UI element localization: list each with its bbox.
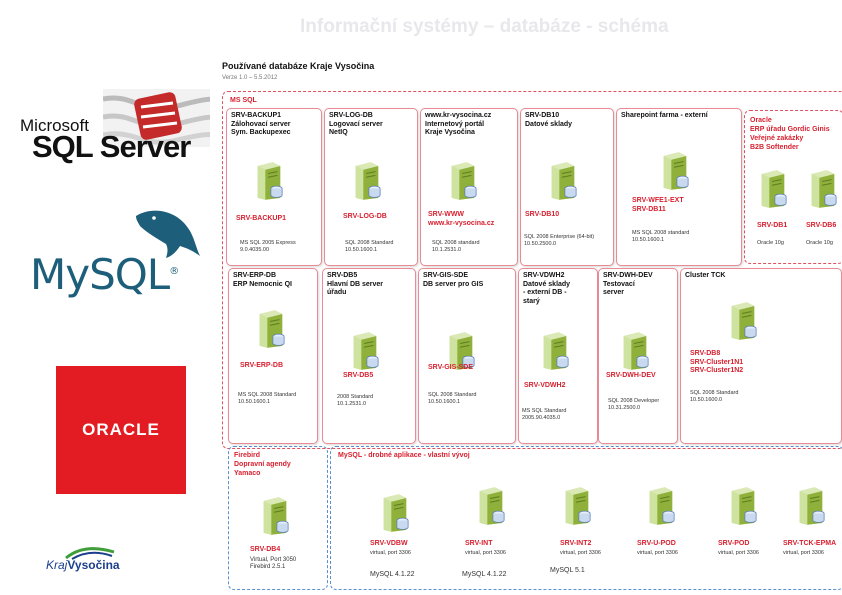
app-server-name: SRV-TCK-EPMA	[783, 540, 836, 549]
db-box-title: SRV-VDWH2 Datové sklady - externí DB - s…	[523, 272, 595, 306]
server-icon	[254, 160, 284, 202]
db-box-title: Sharepoint farma - externí	[621, 112, 735, 121]
server-icon	[540, 330, 570, 372]
server-icon	[448, 160, 478, 202]
app-server-port: virtual, port 3306	[718, 550, 759, 557]
app-server-name: SRV-INT	[465, 540, 493, 549]
mysql-server-icon	[796, 485, 826, 527]
oracle-server-name: SRV-DB6	[806, 222, 836, 231]
oracle-logo: ORACLE	[56, 366, 186, 494]
server-icon	[660, 150, 690, 192]
mysql-server-icon	[562, 485, 592, 527]
app-server-name: SRV-VDBW	[370, 540, 408, 549]
app-server-name: SRV-U-POD	[637, 540, 676, 549]
firebird-server-version: Virtual, Port 3050 Firebird 2.5.1	[250, 557, 296, 571]
app-server-port: virtual, port 3306	[370, 550, 411, 557]
app-mysql-version: MySQL 4.1.22	[370, 571, 415, 578]
oracle-server-version: Oracle 10g	[757, 240, 784, 247]
server-version: SQL 2008 Standard 10.50.1600.1	[345, 240, 393, 254]
firebird-server-icon	[260, 495, 290, 537]
db-box-title: SRV-DB10 Datové sklady	[525, 112, 610, 129]
mysql-server-icon	[646, 485, 676, 527]
server-name: SRV-BACKUP1	[236, 215, 286, 224]
server-name: SRV-GIS-SDE	[428, 364, 473, 373]
server-name: SRV-WWW www.kr-vysocina.cz	[428, 211, 494, 228]
server-version: SQL 2008 Developer 10.31.2500.0	[608, 398, 659, 412]
server-name: SRV-LOG-DB	[343, 213, 387, 222]
server-icon	[728, 300, 758, 342]
server-name: SRV-DB10	[525, 211, 559, 220]
server-version: MS SQL Standard 2005.90.4035.0	[522, 408, 566, 422]
server-icon	[352, 160, 382, 202]
firebird-server-name: SRV-DB4	[250, 546, 280, 555]
oracle-server-name: SRV-DB1	[757, 222, 787, 231]
db-box-title: SRV-DB5 Hlavní DB server úřadu	[327, 272, 412, 298]
oracle-server-version: Oracle 10g	[806, 240, 833, 247]
app-mysql-version: MySQL 5.1	[550, 567, 585, 574]
mysql-server-icon	[476, 485, 506, 527]
db-box-title: SRV-GIS-SDE DB server pro GIS	[423, 272, 511, 289]
group-firebird-label: Firebird Dopravní agendy Yamaco	[234, 451, 291, 478]
server-version: 2008 Standard 10.1.2531.0	[337, 394, 373, 408]
app-server-port: virtual, port 3306	[783, 550, 824, 557]
sheet-title: Používané databáze Kraje Vysočina	[222, 61, 374, 71]
app-server-name: SRV-POD	[718, 540, 749, 549]
group-oracle-label: Oracle ERP úřadu Gordic Ginis Veřejné za…	[750, 116, 830, 152]
db-box-title: SRV-BACKUP1 Zálohovací server Sym. Backu…	[231, 112, 317, 138]
server-name: SRV-DB8 SRV-Cluster1N1 SRV-Cluster1N2	[690, 350, 743, 376]
app-server-name: SRV-INT2	[560, 540, 591, 549]
kraj-vysocina-logo: KrajVysočina	[46, 546, 136, 576]
kraj-logo-text: KrajVysočina	[46, 558, 120, 572]
group-apps-label: MySQL - drobné aplikace - vlastní vývoj	[338, 451, 470, 460]
server-version: SQL 2008 Standard 10.50.1600.1	[428, 392, 476, 406]
group-ms-sql-label: MS SQL	[230, 96, 257, 105]
db-server-box: SRV-ERP-DB ERP Nemocnic QI	[228, 268, 318, 444]
server-name: SRV-ERP-DB	[240, 362, 283, 371]
app-server-port: virtual, port 3306	[560, 550, 601, 557]
server-icon	[620, 330, 650, 372]
slide-title: Informační systémy – databáze - schéma	[300, 16, 780, 38]
app-mysql-version: MySQL 4.1.22	[462, 571, 507, 578]
mysql-logo: MySQL®	[28, 206, 206, 302]
server-version: MS SQL 2005 Express 9.0.4035.00	[240, 240, 296, 254]
db-box-title: SRV-DWH-DEV Testovací server	[603, 272, 675, 298]
app-server-port: virtual, port 3306	[637, 550, 678, 557]
db-box-title: SRV-LOG-DB Logovací server NetIQ	[329, 112, 414, 138]
db-box-title: www.kr-vysocina.cz Internetový portál Kr…	[425, 112, 513, 138]
sheet-subtitle: Verze 1.0 – 5.5.2012	[222, 75, 277, 81]
mysql-server-icon	[380, 492, 410, 534]
sql-server-logo: Microsoft SQL Server	[20, 89, 210, 163]
oracle-logo-text: ORACLE	[56, 420, 186, 440]
server-version: SQL 2008 standard 10.1.2531.0	[432, 240, 480, 254]
db-box-title: Cluster TCK	[685, 272, 832, 281]
oracle-server-icon	[758, 168, 788, 210]
server-icon	[256, 308, 286, 350]
server-icon	[350, 330, 380, 372]
db-box-title: SRV-ERP-DB ERP Nemocnic QI	[233, 272, 314, 289]
mysql-server-icon	[728, 485, 758, 527]
server-name: SRV-DB5	[343, 372, 373, 381]
app-server-port: virtual, port 3306	[465, 550, 506, 557]
server-name: SRV-VDWH2	[524, 382, 566, 391]
server-name: SRV-WFE1-EXT SRV-DB11	[632, 197, 684, 214]
server-version: MS SQL 2008 standard 10.50.1600.1	[632, 230, 689, 244]
mysql-logo-text: MySQL®	[30, 250, 178, 299]
oracle-server-icon	[808, 168, 838, 210]
server-icon	[548, 160, 578, 202]
sql-server-logo-text-2: SQL Server	[32, 129, 190, 165]
server-version: SQL 2008 Standard 10.50.1600.0	[690, 390, 738, 404]
server-version: MS SQL 2008 Standard 10.50.1600.1	[238, 392, 296, 406]
server-name: SRV-DWH-DEV	[606, 372, 656, 381]
server-version: SQL 2008 Enterprise (64-bit) 10.50.2500.…	[524, 234, 594, 248]
